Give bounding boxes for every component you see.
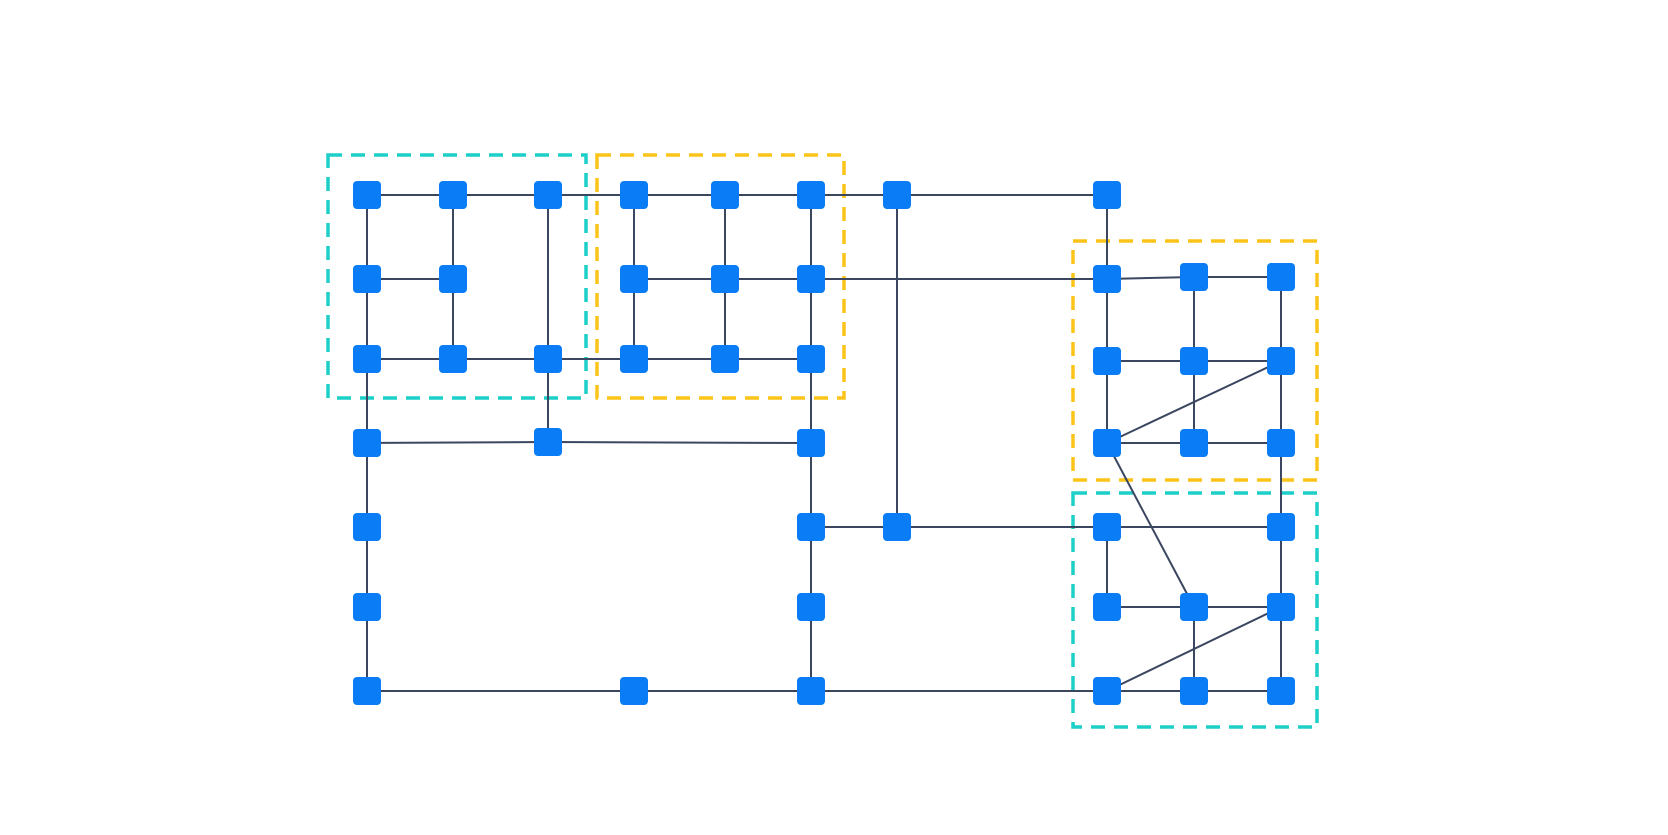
node-n27[interactable] <box>797 513 825 541</box>
node-n10[interactable] <box>439 265 467 293</box>
edge-n34-n41 <box>1106 442 1195 608</box>
node-n16[interactable] <box>1267 263 1295 291</box>
node-n38[interactable] <box>1093 513 1121 541</box>
node-n39[interactable] <box>1267 513 1295 541</box>
node-n23[interactable] <box>353 429 381 457</box>
group-box-g2-yellow <box>595 153 846 400</box>
node-n19[interactable] <box>534 345 562 373</box>
node-n34[interactable] <box>1093 429 1121 457</box>
node-x4[interactable] <box>1267 677 1295 705</box>
node-n25[interactable] <box>797 429 825 457</box>
node-n28[interactable] <box>353 593 381 621</box>
node-n22[interactable] <box>797 345 825 373</box>
node-n43[interactable] <box>1093 677 1121 705</box>
group-box-g1-cyan <box>326 153 588 400</box>
node-n7[interactable] <box>883 181 911 209</box>
node-n12[interactable] <box>711 265 739 293</box>
node-n1[interactable] <box>353 181 381 209</box>
node-n41[interactable] <box>1180 593 1208 621</box>
node-n2[interactable] <box>439 181 467 209</box>
node-n40[interactable] <box>1093 593 1121 621</box>
node-x1[interactable] <box>1180 429 1208 457</box>
node-x2[interactable] <box>1267 429 1295 457</box>
node-n11[interactable] <box>620 265 648 293</box>
node-n35[interactable] <box>1180 347 1208 375</box>
node-n6[interactable] <box>797 181 825 209</box>
node-n15[interactable] <box>1180 263 1208 291</box>
node-n13[interactable] <box>797 265 825 293</box>
node-n36[interactable] <box>1267 347 1295 375</box>
node-n17[interactable] <box>353 345 381 373</box>
groups-layer <box>326 153 1319 729</box>
node-n26[interactable] <box>353 513 381 541</box>
node-n42[interactable] <box>1267 593 1295 621</box>
edge-n23-n24 <box>366 441 549 444</box>
node-n21[interactable] <box>711 345 739 373</box>
edge-n24-n25 <box>547 441 812 444</box>
node-n24[interactable] <box>534 428 562 456</box>
node-n9[interactable] <box>353 265 381 293</box>
node-x3[interactable] <box>1180 677 1208 705</box>
node-n29[interactable] <box>797 593 825 621</box>
node-n4[interactable] <box>620 181 648 209</box>
node-n14[interactable] <box>1093 265 1121 293</box>
node-n18[interactable] <box>439 345 467 373</box>
edge-n14-n15 <box>1106 276 1195 280</box>
node-n5[interactable] <box>711 181 739 209</box>
node-n8[interactable] <box>1093 181 1121 209</box>
nodes-layer <box>353 181 1295 705</box>
group-box-g3-yellow <box>1071 239 1319 482</box>
node-n20[interactable] <box>620 345 648 373</box>
node-n32[interactable] <box>797 677 825 705</box>
node-n33[interactable] <box>1093 347 1121 375</box>
node-n37[interactable] <box>883 513 911 541</box>
node-n31[interactable] <box>620 677 648 705</box>
node-n3[interactable] <box>534 181 562 209</box>
node-n30[interactable] <box>353 677 381 705</box>
group-box-g4-cyan <box>1071 491 1319 729</box>
